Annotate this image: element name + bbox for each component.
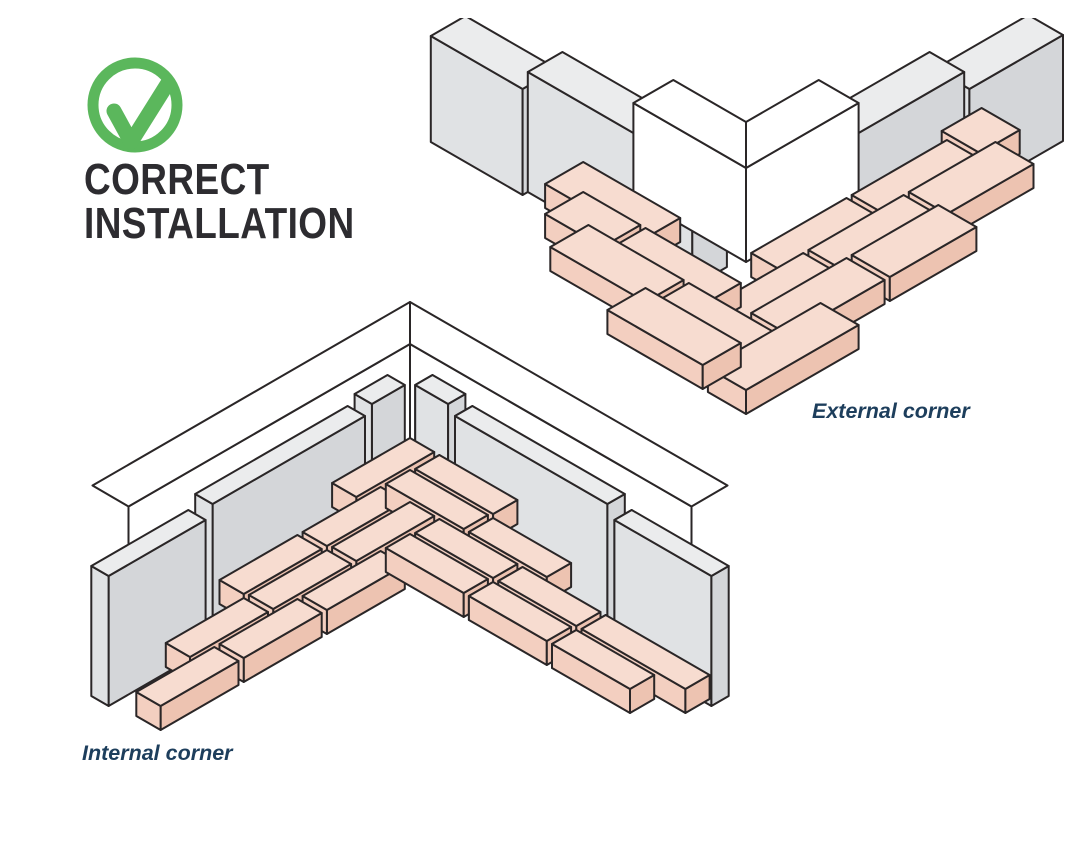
brick <box>135 646 240 707</box>
brick <box>551 629 656 690</box>
brick <box>384 469 489 530</box>
title-line-1: CORRECT <box>84 155 270 204</box>
title-line-2: INSTALLATION <box>84 199 355 248</box>
insulation-board <box>454 405 626 505</box>
brick <box>467 517 573 578</box>
brick <box>331 501 436 562</box>
brick <box>414 454 519 515</box>
brick <box>218 598 323 659</box>
insulation-board <box>194 405 366 505</box>
insulation-board <box>613 509 730 577</box>
check-mark <box>106 75 176 150</box>
insulation-board <box>414 374 467 405</box>
insulation-board <box>353 374 406 405</box>
internal-corner-label: Internal corner <box>82 741 233 765</box>
checkmark-circle-icon <box>87 57 183 153</box>
insulation-board <box>90 565 110 707</box>
brick <box>164 597 269 658</box>
brick <box>907 141 1035 215</box>
brick <box>606 287 742 366</box>
brick <box>414 518 519 579</box>
brick <box>467 581 573 642</box>
insulation-board <box>90 509 207 577</box>
brick <box>549 224 685 303</box>
brick <box>384 533 489 594</box>
brick <box>218 534 323 595</box>
brick <box>940 107 1021 154</box>
brick <box>544 191 642 248</box>
external-corner-illustration <box>429 18 1064 415</box>
brick <box>331 437 436 498</box>
external-corner-label: External corner <box>812 399 970 423</box>
internal-corner-illustration <box>90 301 730 731</box>
brick <box>247 549 353 610</box>
wall-top <box>409 301 729 508</box>
brick <box>750 257 886 336</box>
brick <box>850 204 978 278</box>
brick <box>497 566 602 627</box>
brick <box>580 614 711 690</box>
page-title: CORRECT INSTALLATION <box>84 158 355 246</box>
insulation-board <box>710 565 730 707</box>
